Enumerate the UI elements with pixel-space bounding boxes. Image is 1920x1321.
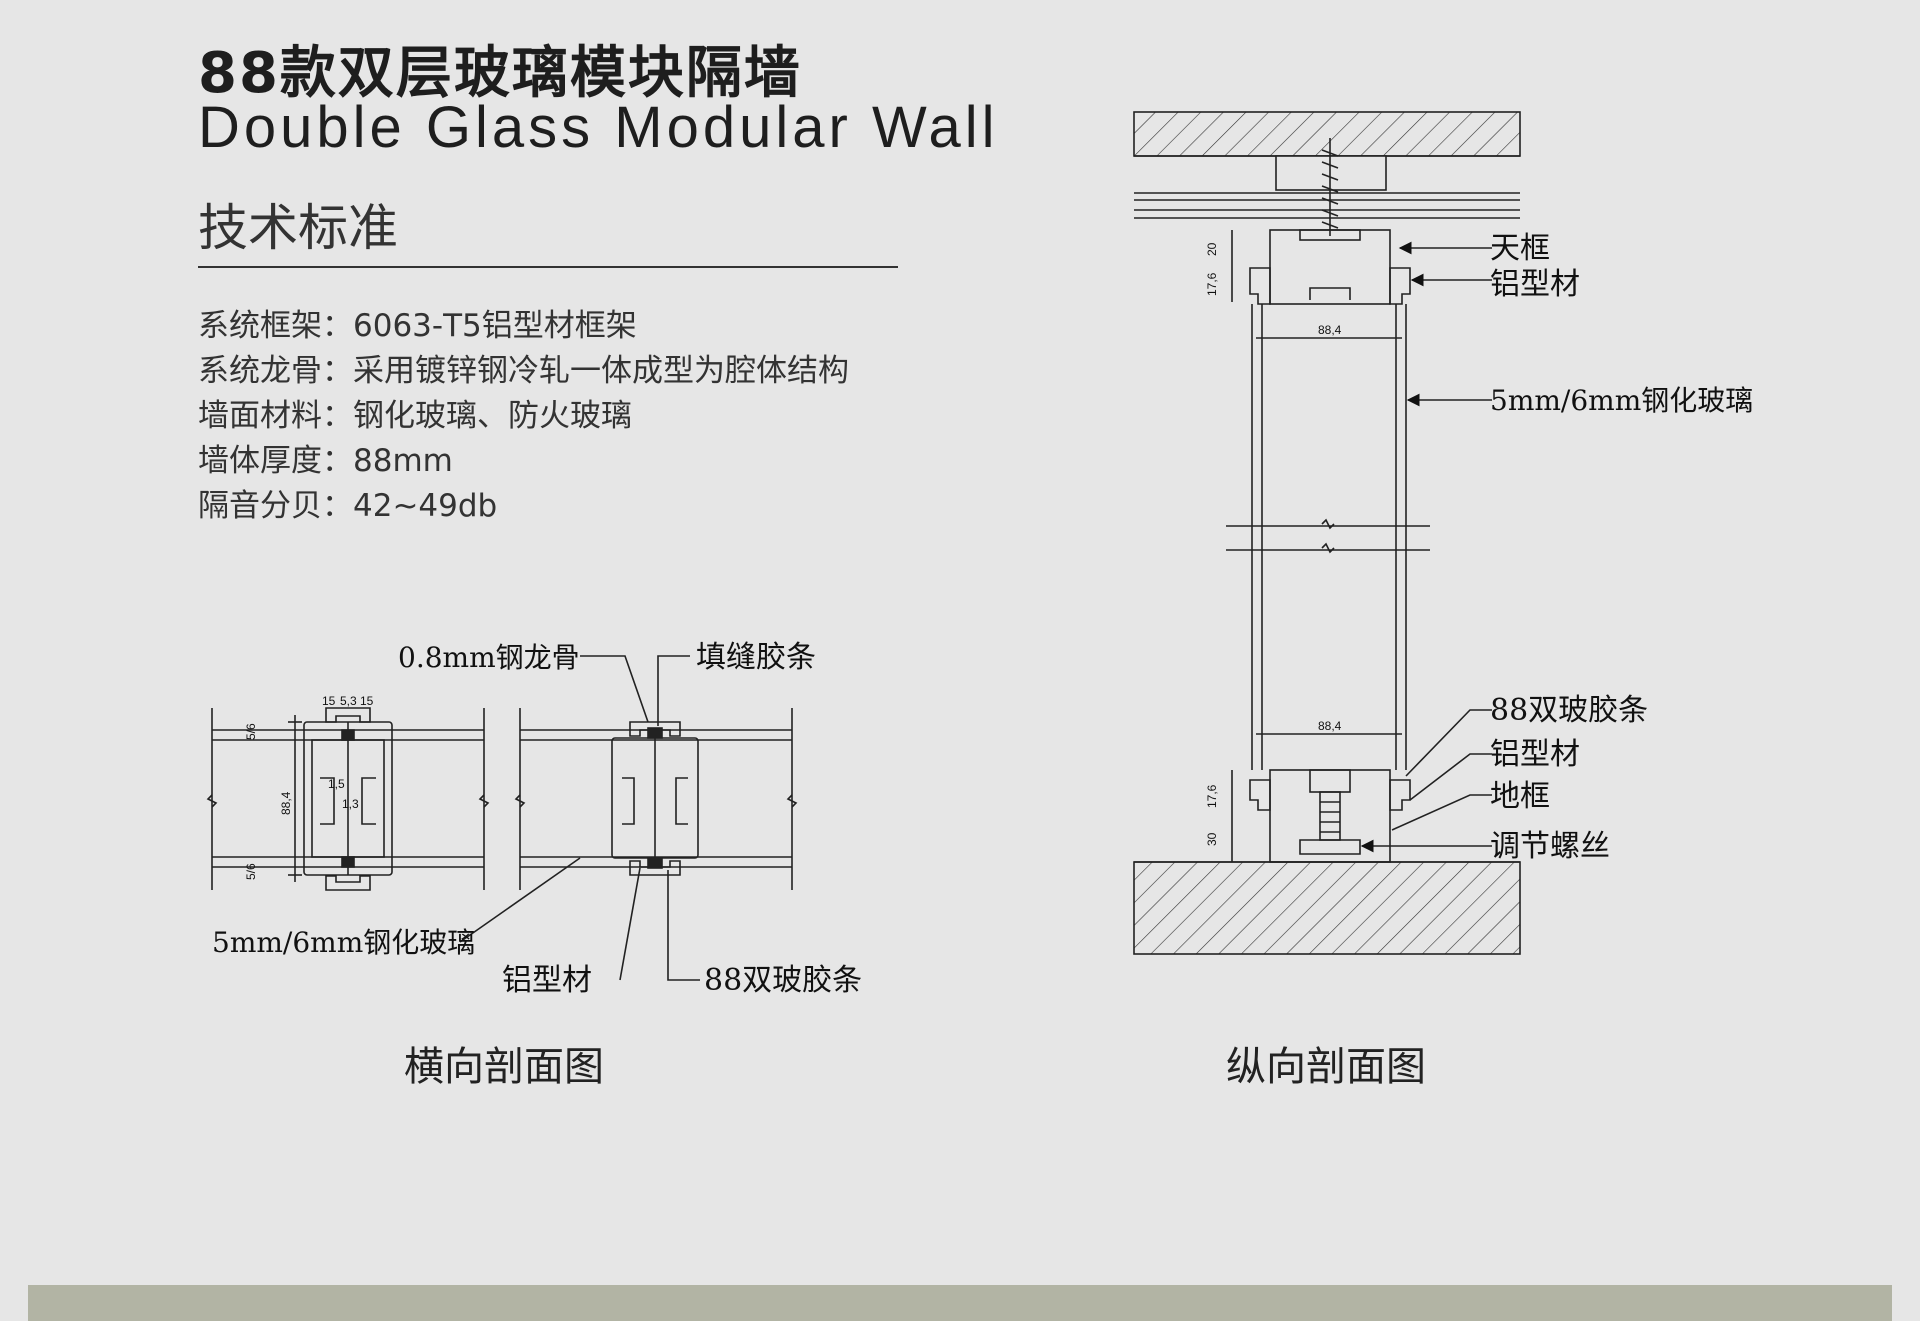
dim-bottom-h2: 30 [1205, 832, 1219, 846]
spec-list: 系统框架：6063-T5铝型材框架 系统龙骨：采用镀锌钢冷轧一体成型为腔体结构 … [198, 304, 849, 529]
floor-slab [1133, 861, 1521, 955]
spec-label: 系统龙骨： [198, 353, 353, 389]
section-title: 技术标准 [198, 199, 398, 257]
caption-horizontal-section: 横向剖面图 [404, 1044, 604, 1090]
horiz-clip-bottom [325, 875, 371, 891]
spec-row-keel: 系统龙骨：采用镀锌钢冷轧一体成型为腔体结构 [198, 349, 849, 394]
vertical-section-drawing [1133, 111, 1521, 955]
leader-aluminum [619, 867, 641, 981]
spec-label: 系统框架： [198, 308, 353, 344]
spec-row-frame: 系统框架：6063-T5铝型材框架 [198, 304, 849, 349]
spec-value: 42~49db [353, 488, 498, 524]
label-strip-h: 88双玻胶条 [704, 963, 862, 998]
dim-bottom-h1: 17,6 [1205, 784, 1219, 808]
dim-top-h1: 20 [1205, 242, 1219, 256]
label-glass-v: 5mm/6mm钢化玻璃 [1490, 384, 1753, 417]
top-frame-profile [1269, 229, 1391, 305]
spec-value: 钢化玻璃、防火玻璃 [353, 398, 632, 434]
label-glass-h: 5mm/6mm钢化玻璃 [212, 926, 475, 959]
leader-steel-keel [580, 655, 649, 723]
caption-vertical-section: 纵向剖面图 [1226, 1044, 1426, 1090]
page-title: 88款双层玻璃模块隔墙 [198, 41, 802, 106]
dim-top-h2: 17,6 [1205, 272, 1219, 296]
ceiling-slab [1133, 111, 1521, 157]
label-aluminum-h: 铝型材 [502, 963, 592, 998]
leader-aluminum-bottom [1409, 753, 1492, 801]
spec-row-thickness: 墙体厚度：88mm [198, 439, 849, 484]
label-adjust-screw: 调节螺丝 [1490, 829, 1610, 864]
ceiling-screw [1321, 138, 1339, 236]
leader-glass [459, 857, 581, 943]
leader-strip-v [1405, 709, 1492, 777]
label-filler-strip: 填缝胶条 [696, 640, 816, 675]
label-floor-frame: 地框 [1490, 779, 1550, 814]
dim-side-bottom: 5/6 [244, 863, 258, 880]
spec-value: 6063-T5铝型材框架 [353, 308, 637, 344]
dim-top-c: 15 [360, 694, 374, 708]
dim-width: 88,4 [279, 791, 293, 815]
footer-bar [28, 1285, 1892, 1321]
floor-frame-profile [1269, 769, 1391, 863]
dim-width-bottom: 88,4 [1318, 719, 1342, 733]
spec-label: 墙面材料： [198, 398, 353, 434]
page-subtitle-en: Double Glass Modular Wall [198, 95, 999, 160]
dim-top-a: 15 [322, 694, 336, 708]
label-aluminum-bottom: 铝型材 [1490, 737, 1580, 772]
leader-filler-strip [657, 655, 690, 726]
spec-value: 88mm [353, 443, 453, 479]
dim-inner-a: 1,5 [328, 777, 345, 791]
dim-width-top: 88,4 [1318, 323, 1342, 337]
ceiling-block [1275, 155, 1387, 191]
label-steel-keel: 0.8mm钢龙骨 [398, 641, 580, 674]
leader-strip [667, 870, 700, 981]
dim-side-top: 5/6 [244, 723, 258, 740]
spec-label: 隔音分贝： [198, 488, 353, 524]
spec-label: 墙体厚度： [198, 443, 353, 479]
dim-inner-b: 1,3 [342, 797, 359, 811]
dim-top-b: 5,3 [340, 694, 357, 708]
horiz-clip-top [325, 707, 371, 723]
horizontal-section-drawing [206, 655, 798, 981]
spec-row-material: 墙面材料：钢化玻璃、防火玻璃 [198, 394, 849, 439]
label-strip-v: 88双玻胶条 [1490, 693, 1648, 728]
section-divider [198, 266, 898, 268]
spec-row-acoustic: 隔音分贝：42~49db [198, 484, 849, 529]
label-top-frame: 天框 [1490, 231, 1550, 266]
spec-value: 采用镀锌钢冷轧一体成型为腔体结构 [353, 353, 849, 389]
label-aluminum-top: 铝型材 [1490, 267, 1580, 302]
leader-floor-frame [1391, 794, 1492, 831]
